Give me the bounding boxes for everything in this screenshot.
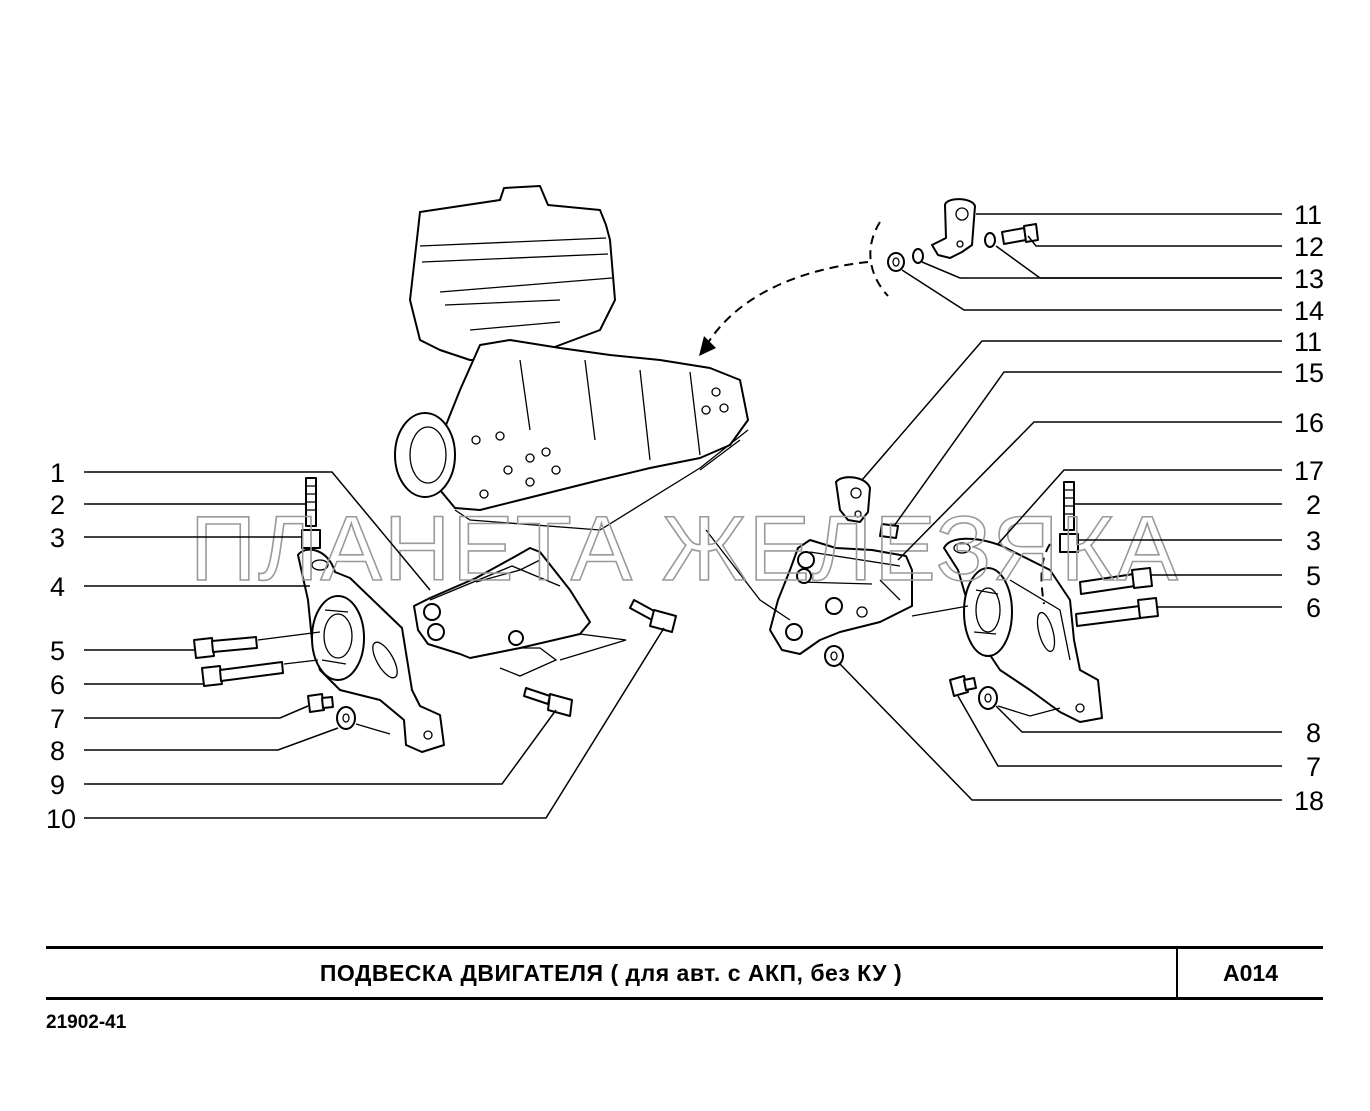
location-arrow (699, 261, 869, 356)
callout-8-right: 8 (1306, 718, 1321, 748)
watermark-text: ПЛАНЕТА ЖЕЛЕЗЯКА (190, 498, 1180, 600)
callout-11: 11 (1294, 200, 1322, 230)
title-block: ПОДВЕСКА ДВИГАТЕЛЯ ( для авт. с АКП, без… (46, 946, 1323, 1000)
callout-3: 3 (50, 523, 65, 553)
model-code: 21902-41 (46, 1012, 127, 1033)
callout-12: 12 (1294, 232, 1324, 262)
callout-7-right: 7 (1306, 752, 1321, 782)
callout-2-right: 2 (1306, 490, 1321, 520)
callout-16: 16 (1294, 408, 1324, 438)
page-title: ПОДВЕСКА ДВИГАТЕЛЯ ( для авт. с АКП, без… (319, 960, 903, 986)
callout-9: 9 (50, 770, 65, 800)
callout-5-right: 5 (1306, 561, 1321, 591)
callout-5: 5 (50, 636, 65, 666)
callout-18: 18 (1294, 786, 1324, 816)
callout-2: 2 (50, 490, 65, 520)
upper-bracket-detail (887, 198, 1039, 272)
callout-17: 17 (1294, 456, 1324, 486)
callout-6-right: 6 (1306, 593, 1321, 623)
callout-7: 7 (50, 704, 65, 734)
callout-14: 14 (1294, 296, 1324, 326)
plate-code: A014 (1223, 960, 1278, 986)
center-bracket-drawing (413, 547, 677, 717)
callout-1: 1 (50, 458, 65, 488)
callout-10: 10 (46, 804, 76, 834)
right-mount-bracket-drawing (769, 476, 913, 667)
callout-15: 15 (1294, 358, 1324, 388)
callout-6: 6 (50, 670, 65, 700)
right-engine-mount-drawing (911, 481, 1159, 723)
callout-4: 4 (50, 572, 65, 602)
callout-3-right: 3 (1306, 526, 1321, 556)
callout-8: 8 (50, 736, 65, 766)
leader-lines (84, 213, 1282, 819)
engine-assembly-drawing (394, 185, 749, 531)
callout-11-second: 11 (1294, 327, 1322, 357)
assembly-axis-lines (699, 439, 791, 621)
title-divider (1176, 949, 1178, 997)
callout-labels-right: 11 12 13 14 11 15 16 17 2 3 5 6 8 7 18 (1294, 200, 1324, 816)
callout-labels-left: 1 2 3 4 5 6 7 8 9 10 (46, 458, 76, 834)
detail-circle-marker (869, 221, 889, 297)
callout-13: 13 (1294, 264, 1324, 294)
left-engine-mount-drawing (193, 477, 445, 753)
gearbox-bolt-holes (471, 387, 729, 499)
